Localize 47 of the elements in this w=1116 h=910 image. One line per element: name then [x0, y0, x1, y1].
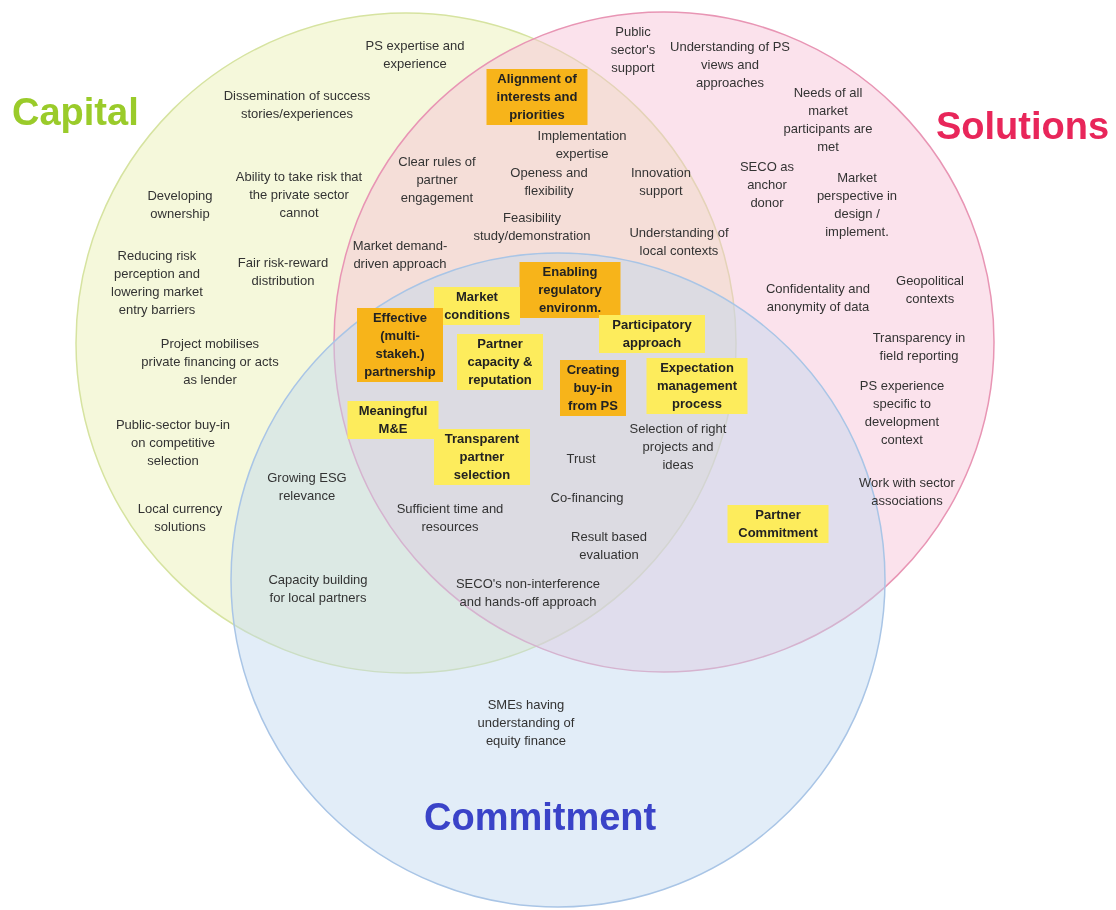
factor-text: Project mobilises private financing or acts as lender — [140, 335, 280, 389]
highlighted-factor: Expectation management process — [646, 358, 748, 414]
factor-text: Co-financing — [549, 489, 625, 507]
factor-text: SMEs having understanding of equity finance — [476, 696, 576, 750]
factor-text: Implementation expertise — [536, 127, 628, 163]
factor-text: SECO's non-interference and hands-off approach — [454, 575, 602, 611]
factor-text: Local currency solutions — [136, 500, 224, 536]
highlighted-factor: Enabling regulatory environm. — [519, 262, 621, 318]
factor-text: Market demand-driven approach — [351, 237, 449, 273]
highlighted-factor: Creating buy-in from PS — [560, 360, 626, 416]
highlighted-factor: Market conditions — [434, 287, 520, 325]
factor-text: Understanding of local contexts — [628, 224, 730, 260]
factor-text: Market perspective in design / implement. — [815, 169, 899, 241]
highlighted-factor: Alignment of interests and priorities — [486, 69, 588, 125]
factor-text: Clear rules of partner engagement — [397, 153, 477, 207]
highlighted-factor: Participatory approach — [599, 315, 705, 353]
highlighted-factor: Meaningful M&E — [347, 401, 439, 439]
factor-text: SECO as anchor donor — [738, 158, 796, 212]
factor-text: Growing ESG relevance — [267, 469, 347, 505]
factor-text: Innovation support — [630, 164, 692, 200]
factor-text: Feasibility study/demonstration — [472, 209, 592, 245]
factor-text: Dissemination of success stories/experiences — [222, 87, 372, 123]
factor-text: Ability to take risk that the private sector cannot — [234, 168, 364, 222]
factor-text: Public-sector buy-in on competitive selection — [114, 416, 232, 470]
factor-text: Geopolitical contexts — [895, 272, 965, 308]
factor-text: Openess and flexibility — [509, 164, 589, 200]
factor-text: Trust — [565, 450, 597, 468]
highlighted-factor: Effective (multi-stakeh.) partnership — [357, 308, 443, 382]
highlighted-factor: Partner capacity & reputation — [457, 334, 543, 390]
factor-text: Capacity building for local partners — [268, 571, 368, 607]
factor-text: Public sector's support — [609, 23, 657, 77]
factor-text: Sufficient time and resources — [395, 500, 505, 536]
factor-text: PS experience specific to development context — [858, 377, 946, 449]
highlighted-factor: Transparent partner selection — [434, 429, 530, 485]
factor-text: Developing ownership — [146, 187, 214, 223]
highlighted-factor: Partner Commitment — [727, 505, 829, 543]
circle-title: Commitment — [424, 795, 657, 839]
factor-text: Fair risk-reward distribution — [236, 254, 330, 290]
circle-title: Capital — [12, 90, 139, 134]
factor-text: Confidentality and anonymity of data — [764, 280, 872, 316]
factor-text: PS expertise and experience — [364, 37, 466, 73]
circle-title: Solutions — [936, 104, 1110, 148]
factor-text: Transparency in field reporting — [871, 329, 967, 365]
factor-text: Reducing risk perception and lowering market entry barriers — [110, 247, 204, 319]
factor-text: Selection of right projects and ideas — [628, 420, 728, 474]
factor-text: Work with sector associations — [858, 474, 956, 510]
factor-text: Result based evaluation — [570, 528, 648, 564]
